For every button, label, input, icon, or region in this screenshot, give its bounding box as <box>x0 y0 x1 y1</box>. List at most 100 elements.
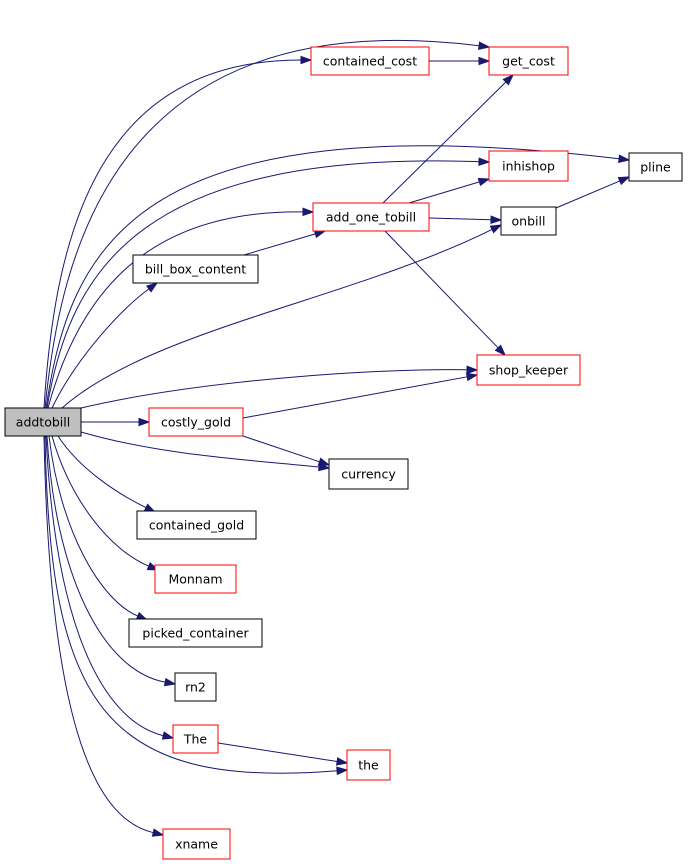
node-box <box>328 458 409 490</box>
node-box <box>488 46 569 76</box>
node-addtobill: addtobill <box>4 407 82 437</box>
arrowhead <box>478 157 491 166</box>
edge-add_one_tobill-to-inhishop <box>408 177 491 204</box>
node-label: xname <box>175 837 218 852</box>
node-box <box>488 150 569 182</box>
node-bill_box_content[interactable]: bill_box_content <box>132 254 259 284</box>
arrowhead <box>478 56 491 66</box>
node-box <box>132 254 259 284</box>
arrowhead <box>317 457 331 466</box>
node-contained_cost[interactable]: contained_cost <box>310 46 430 76</box>
node-box <box>128 618 263 648</box>
arrowhead <box>163 677 177 687</box>
arrowhead <box>335 757 349 766</box>
arrowhead <box>489 224 503 234</box>
node-shop_keeper[interactable]: shop_keeper <box>476 354 581 386</box>
edge-line <box>382 81 507 204</box>
node-label: currency <box>341 467 396 482</box>
edge-add_one_tobill-to-get_cost <box>382 73 515 204</box>
arrowhead <box>151 828 165 837</box>
arrowhead <box>145 282 159 293</box>
edge-The-to-the <box>217 742 349 766</box>
node-box <box>162 828 231 860</box>
arrowhead <box>477 177 491 187</box>
edge-addtobill-to-currency <box>80 431 331 472</box>
node-box <box>172 724 219 754</box>
edge-addtobill-to-rn2 <box>46 435 177 687</box>
node-inhishop[interactable]: inhishop <box>488 150 569 182</box>
edge-line <box>80 369 468 409</box>
node-Monnam[interactable]: Monnam <box>154 564 237 594</box>
edge-addtobill-to-xname <box>43 435 165 837</box>
node-onbill[interactable]: onbill <box>500 206 557 236</box>
node-pline[interactable]: pline <box>628 152 683 182</box>
edge-line <box>51 288 150 409</box>
arrowhead <box>300 55 313 65</box>
edges-layer <box>43 40 631 837</box>
edge-contained_cost-to-get_cost <box>429 56 491 66</box>
node-add_one_tobill[interactable]: add_one_tobill <box>312 202 430 232</box>
edge-costly_gold-to-currency <box>242 435 331 466</box>
node-picked_container[interactable]: picked_container <box>128 618 263 648</box>
node-label: onbill <box>512 214 546 229</box>
node-rn2[interactable]: rn2 <box>174 672 217 702</box>
node-xname[interactable]: xname <box>162 828 231 860</box>
edge-addtobill-to-onbill <box>61 224 503 409</box>
edge-line <box>428 217 492 221</box>
edge-addtobill-to-shop_keeper <box>80 365 479 409</box>
arrowhead <box>466 365 479 375</box>
edge-add_one_tobill-to-shop_keeper <box>384 230 507 357</box>
edge-line <box>57 435 147 509</box>
node-box <box>476 354 581 386</box>
edge-line <box>242 376 468 419</box>
node-currency[interactable]: currency <box>328 458 409 490</box>
arrowhead <box>138 417 151 427</box>
edge-addtobill-to-inhishop <box>46 157 491 409</box>
edge-line <box>384 230 499 349</box>
node-label: contained_cost <box>323 54 417 69</box>
edge-addtobill-to-bill_box_content <box>51 282 159 409</box>
node-box <box>174 672 217 702</box>
edge-bill_box_content-to-add_one_tobill <box>243 229 327 256</box>
node-label: add_one_tobill <box>326 210 416 225</box>
node-contained_gold[interactable]: contained_gold <box>136 510 257 540</box>
edge-addtobill-to-get_cost <box>44 40 491 409</box>
edge-addtobill-to-contained_cost <box>43 55 313 409</box>
edge-addtobill-to-costly_gold <box>81 417 151 427</box>
node-label: get_cost <box>502 54 555 69</box>
node-box <box>136 510 257 540</box>
node-costly_gold[interactable]: costly_gold <box>148 407 244 437</box>
edge-line <box>44 435 338 774</box>
node-the[interactable]: the <box>346 749 391 781</box>
node-label: The <box>183 732 208 747</box>
node-box <box>500 206 557 236</box>
node-box <box>628 152 683 182</box>
edge-line <box>242 435 320 463</box>
edge-line <box>47 211 304 409</box>
arrowhead <box>618 154 631 164</box>
edge-line <box>43 435 154 834</box>
edge-line <box>46 435 166 683</box>
node-The[interactable]: The <box>172 724 219 754</box>
edge-line <box>408 181 480 204</box>
node-box <box>346 749 391 781</box>
node-label: shop_keeper <box>489 363 569 378</box>
edge-line <box>44 40 480 409</box>
node-get_cost[interactable]: get_cost <box>488 46 569 76</box>
arrowhead <box>302 207 315 217</box>
node-box <box>148 407 244 437</box>
edge-line <box>243 233 316 256</box>
edge-line <box>51 435 149 567</box>
arrowhead <box>617 176 631 186</box>
edge-line <box>43 59 302 409</box>
node-box <box>154 564 237 594</box>
arrowhead <box>336 766 349 776</box>
arrowhead <box>502 73 515 86</box>
arrowhead <box>161 731 175 740</box>
edge-addtobill-to-pline <box>45 145 631 409</box>
node-label: picked_container <box>142 626 249 641</box>
node-label: costly_gold <box>161 415 231 430</box>
node-box <box>312 202 430 232</box>
